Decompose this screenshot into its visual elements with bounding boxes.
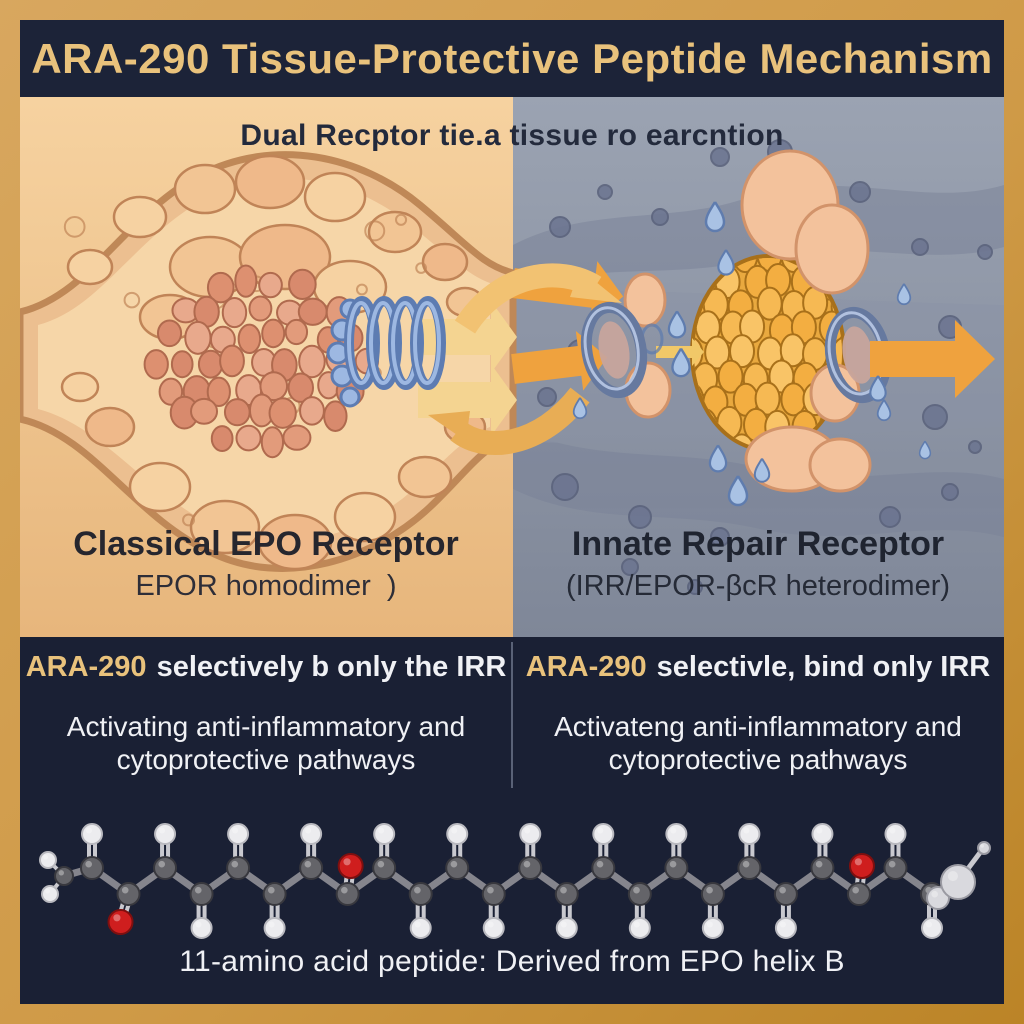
left-panel-heading: Classical EPO Receptor: [73, 525, 459, 563]
right-note-highlight: ARA-290: [525, 651, 647, 683]
droplet-icons: [572, 201, 932, 507]
ball-and-stick-molecule: [39, 823, 991, 939]
illustration-subtitle: Dual Recptor tie.a tissue ro earcntion: [240, 119, 784, 152]
peptide-molecule: [20, 790, 1004, 970]
molecule-caption: 11-amino acid peptide: Derived from EPO …: [179, 945, 845, 978]
receptor-ring-left: [580, 301, 648, 399]
right-note-line2: Activateng anti-inflammatory and: [554, 711, 962, 742]
exchange-arrows: [428, 263, 622, 455]
left-panel-heading-block: Classical EPO Receptor EPOR homodimer ): [20, 525, 512, 603]
left-note-line2: Activating anti-inflammatory and: [66, 711, 466, 742]
page-title: ARA-290 Tissue-Protective Peptide Mechan…: [31, 34, 993, 82]
notes-divider: [511, 642, 513, 788]
right-panel-heading-block: Innate Repair Receptor (IRR/EPOR-βcR het…: [512, 525, 1004, 603]
dual-receptor-illustration: [20, 97, 1004, 637]
title-band: ARA-290 Tissue-Protective Peptide Mechan…: [20, 20, 1004, 97]
molecule-bonds: [46, 834, 984, 928]
mechanism-illustration: Dual Recptor tie.a tissue ro earcntion: [20, 97, 1004, 637]
left-note-rest: selectively b only the IRR: [156, 651, 507, 683]
coil-receptor-icon: [326, 296, 446, 408]
right-panel-heading: Innate Repair Receptor: [571, 525, 945, 563]
left-note-highlight: ARA-290: [25, 651, 147, 683]
left-cell-cluster: [143, 264, 380, 459]
golden-cell-cluster: [690, 254, 846, 452]
infographic-content: ARA-290 Tissue-Protective Peptide Mechan…: [20, 20, 1004, 1004]
exit-arrow: [870, 320, 995, 398]
right-note-line3: cytoprotective pathways: [608, 744, 908, 775]
molecule-atoms: [39, 823, 991, 939]
left-note-line1: ARA-290 selectively b only the IRR: [20, 651, 512, 684]
right-note-rest: selectivle, bind only IRR: [656, 651, 991, 683]
left-panel-subheading: EPOR homodimer ): [135, 570, 397, 602]
right-panel-subheading: (IRR/EPOR-βcR heterodimer): [565, 570, 951, 602]
right-note-line1: ARA-290 selectivle, bind only IRR: [512, 651, 1004, 684]
left-note-line3: cytoprotective pathways: [116, 744, 416, 775]
